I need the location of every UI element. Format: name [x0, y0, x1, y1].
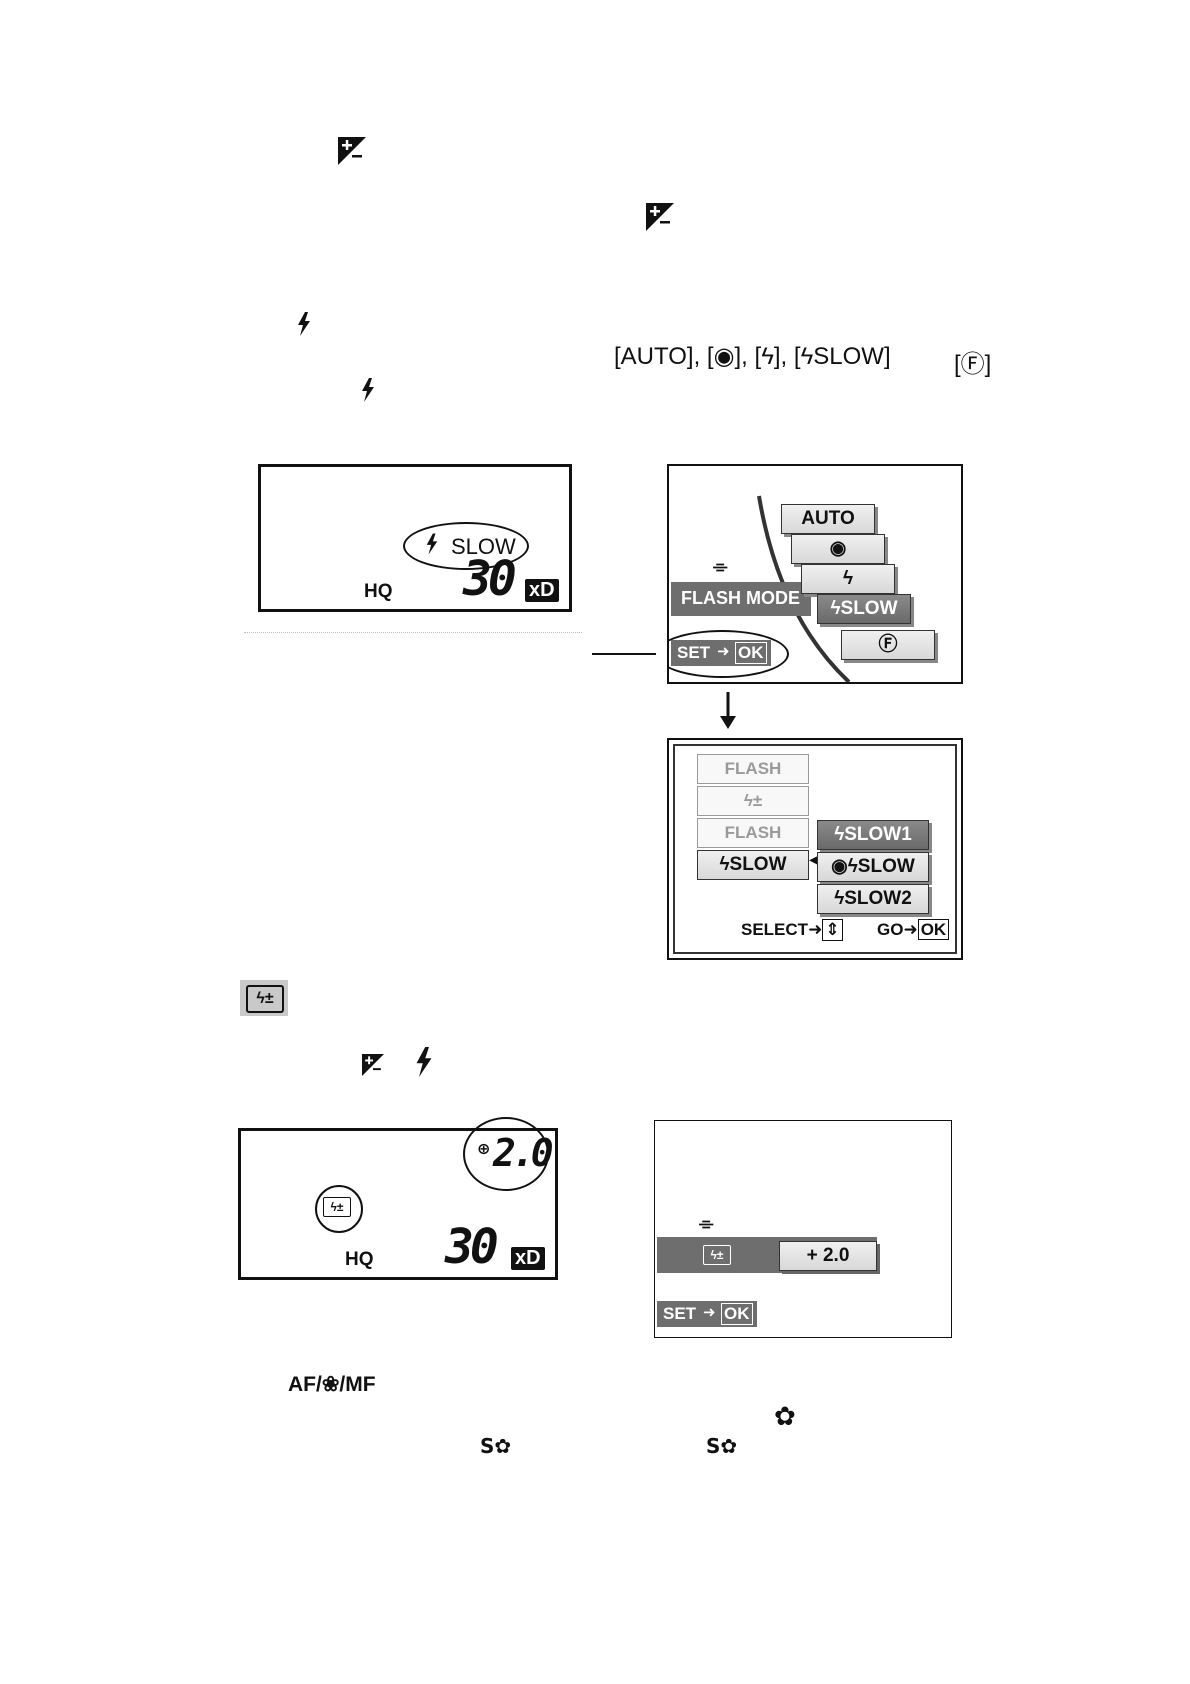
flash-mode-list-text: [AUTO], [◉], [ϟ], [ϟSLOW] [614, 343, 891, 370]
flash-icon [296, 312, 312, 336]
flash-option-off[interactable]: Ⓕ [841, 630, 935, 660]
compensation-value-button[interactable]: + 2.0 [779, 1241, 877, 1271]
arrow-right-icon: ➜ [903, 920, 918, 940]
media-badge: xD [511, 1247, 545, 1270]
go-hint: GO➜OK [877, 919, 950, 940]
dial-icon: ⇕ [822, 919, 843, 941]
flash-option-slow[interactable]: ϟSLOW [817, 594, 911, 624]
slow-option-2[interactable]: ϟSLOW2 [817, 884, 929, 914]
af-mode-label: AF/❀/MF [288, 1373, 376, 1396]
menu-title-bar [671, 582, 811, 616]
arrow-right-icon: ➜ [808, 920, 823, 940]
flash-off-text: [Ⓕ] [954, 351, 992, 378]
flash-mode-menu-screen: ⌯ FLASH MODE AUTO ◉ ϟ ϟSLOW Ⓕ SET ➜ OK [667, 464, 963, 684]
quality-label: HQ [345, 1249, 374, 1270]
media-badge: xD [525, 579, 559, 602]
highlight-oval [315, 1185, 363, 1233]
arrow-down-icon [718, 692, 738, 730]
flash-icon [360, 378, 376, 402]
arrow-right-icon: ➜ [717, 642, 730, 660]
plus-icon: ⊕ [477, 1139, 491, 1158]
arrow-left-icon: ◀ [809, 852, 820, 868]
ok-label: OK [721, 1303, 753, 1325]
control-panel-display-compensation: ⊕ 2.0 ϟ± HQ 30 xD [238, 1117, 558, 1280]
menu-item-flash-mode[interactable]: FLASH MODE [697, 754, 809, 806]
camera-mode-icon: ⌯ [713, 556, 728, 577]
slow-option-1[interactable]: ϟSLOW1 [817, 820, 929, 850]
set-ok-hint: SET ➜ OK [671, 640, 771, 666]
flash-compensation-icon: ϟ± [240, 980, 288, 1016]
exposure-compensation-icon [338, 137, 366, 165]
flash-option-fill[interactable]: ϟ [801, 564, 895, 594]
ok-label: OK [917, 919, 950, 940]
flash-compensation-menu-screen: ⌯ ϟ± + 2.0 SET ➜ OK [654, 1120, 952, 1338]
flash-compensation-glyph: ϟ± [246, 985, 284, 1013]
super-macro-icon: S✿ [706, 1434, 738, 1458]
shots-remaining: 30 [463, 551, 517, 607]
flash-option-red-eye[interactable]: ◉ [791, 534, 885, 564]
highlight-oval [463, 1117, 549, 1191]
exposure-compensation-icon [362, 1054, 384, 1076]
flash-off-option: [Ⓕ] [954, 344, 991, 379]
camera-mode-icon: ⌯ [699, 1213, 714, 1234]
control-panel-display: SLOW HQ 30 xD [258, 464, 572, 612]
menu-item-flash-comp[interactable]: ϟ± [697, 786, 809, 816]
flash-compensation-glyph: ϟ± [323, 1197, 351, 1217]
compensation-value: 2.0 [493, 1131, 554, 1175]
exposure-compensation-icon [646, 203, 674, 231]
menu-title: FLASH MODE [681, 588, 800, 608]
inner-frame [673, 744, 957, 954]
go-label: GO [877, 920, 904, 939]
flash-slow-label: SLOW [451, 534, 516, 559]
flash-option-auto[interactable]: AUTO [781, 504, 875, 534]
quality-label: HQ [364, 581, 393, 602]
flash-compensation-glyph: ϟ± [703, 1245, 731, 1265]
slow-sync-menu-screen: FLASH MODE ϟ± FLASH ϟSLOW ◀ ϟSLOW1 ◉ϟSLO… [667, 738, 963, 960]
select-hint: SELECT➜⇕ [741, 919, 843, 941]
macro-icon: ✿ [774, 1402, 796, 1432]
shots-remaining: 30 [445, 1219, 499, 1275]
menu-item-slow[interactable]: ϟSLOW [697, 850, 809, 880]
select-label: SELECT [741, 920, 809, 939]
flash-mode-list: [AUTO], [◉], [ϟ], [ϟSLOW] [614, 342, 891, 371]
highlight-oval [403, 522, 529, 570]
ok-label: OK [735, 642, 767, 664]
dotted-line [244, 632, 582, 633]
arrow-right-icon: ➜ [703, 1303, 716, 1321]
set-ok-hint: SET ➜ OK [657, 1301, 757, 1327]
set-label: SET [663, 1304, 697, 1323]
super-macro-icon: S✿ [480, 1434, 512, 1458]
menu-item-external-flash[interactable]: FLASH [697, 818, 809, 848]
set-label: SET [677, 643, 711, 662]
highlight-oval [669, 630, 789, 678]
flash-icon [425, 533, 439, 555]
flash-icon [414, 1046, 434, 1078]
connector-line [592, 653, 656, 655]
slow-option-red-eye[interactable]: ◉ϟSLOW [817, 852, 929, 882]
